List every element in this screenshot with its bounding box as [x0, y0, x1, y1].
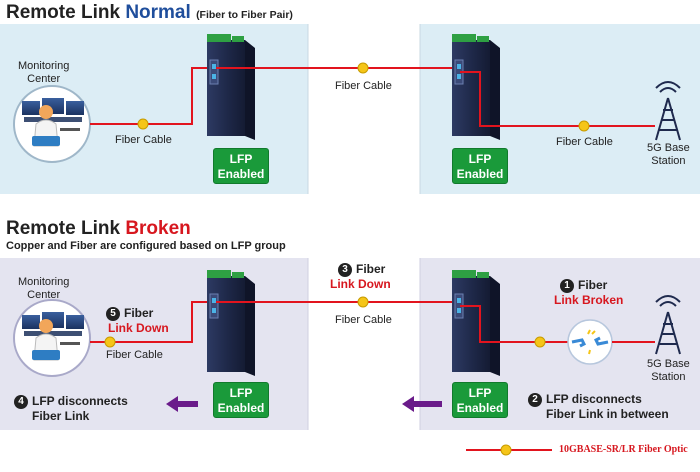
fiber-connector — [137, 118, 149, 130]
legend-fiber-line — [466, 444, 552, 456]
title-prefix: Remote Link — [6, 2, 126, 23]
title-prefix: Remote Link — [6, 218, 126, 239]
industrial-switch-icon — [452, 34, 500, 140]
industrial-switch-icon — [452, 270, 500, 376]
base-station-tower-icon — [655, 295, 681, 355]
title-accent: Broken — [125, 218, 191, 239]
step-number: 5 — [106, 307, 120, 321]
title-remote-link-broken: Remote Link Broken — [6, 218, 191, 240]
industrial-switch-icon — [207, 34, 255, 140]
left-arrow-icon — [166, 396, 198, 412]
monitoring-center-icon — [13, 299, 91, 377]
step-number: 3 — [338, 263, 352, 277]
fiber-cable-label: Fiber Cable — [335, 314, 392, 326]
fiber-cable-label: Fiber Cable — [556, 136, 613, 148]
fiber-cable-label: Fiber Cable — [115, 134, 172, 146]
step-number: 2 — [528, 393, 542, 407]
step-number: 4 — [14, 395, 28, 409]
title-remote-link-normal: Remote Link Normal (Fiber to Fiber Pair) — [6, 2, 293, 24]
step-number: 1 — [560, 279, 574, 293]
title-note: (Fiber to Fiber Pair) — [196, 9, 293, 21]
base-station-tower-icon — [655, 81, 681, 141]
industrial-switch-icon — [207, 270, 255, 376]
left-arrow-icon — [402, 396, 442, 412]
title-accent: Normal — [125, 2, 191, 23]
fiber-cable-label: Fiber Cable — [335, 80, 392, 92]
legend-label: 10GBASE-SR/LR Fiber Optic — [559, 444, 688, 455]
broken-link-icon — [567, 319, 613, 365]
subtitle: Copper and Fiber are configured based on… — [6, 240, 286, 252]
fiber-cable-label: Fiber Cable — [106, 349, 163, 361]
monitoring-center-icon — [13, 85, 91, 163]
